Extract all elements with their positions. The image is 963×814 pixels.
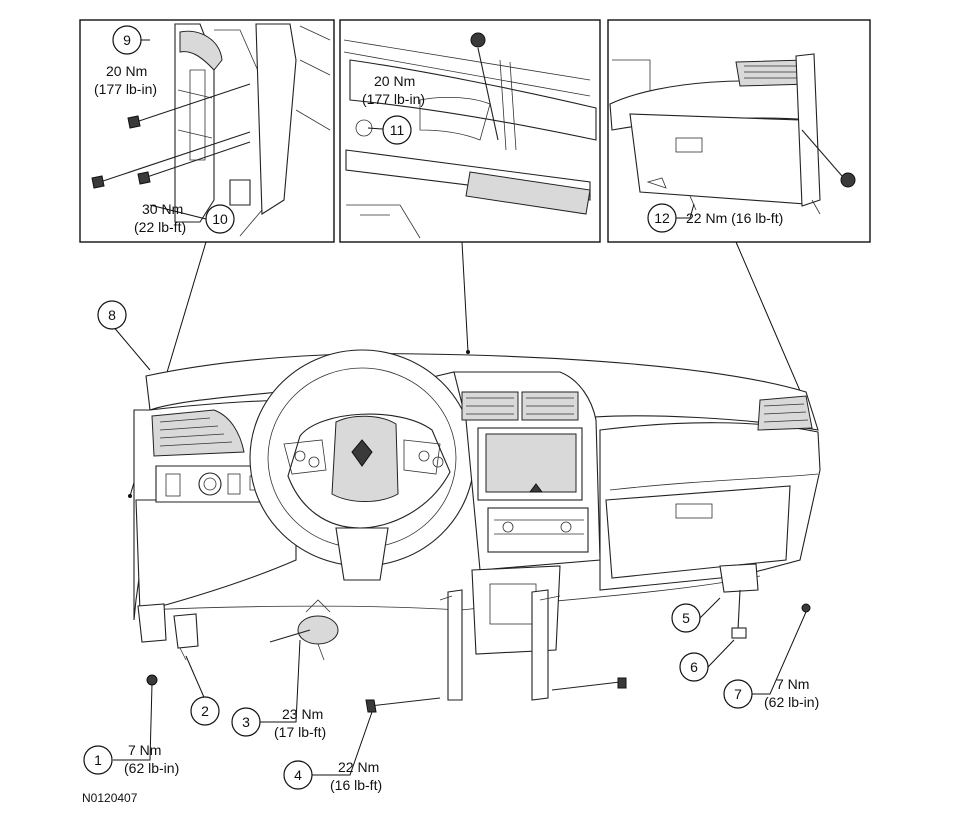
svg-text:(22 lb-ft): (22 lb-ft) <box>134 219 186 235</box>
detail-panel-center <box>339 19 601 243</box>
svg-text:23 Nm: 23 Nm <box>282 706 323 722</box>
center-stack <box>439 371 601 701</box>
svg-text:22 Nm (16 lb-ft): 22 Nm (16 lb-ft) <box>686 210 783 226</box>
torque-label-3: 23 Nm (17 lb-ft) <box>274 706 326 740</box>
svg-text:(177 lb-in): (177 lb-in) <box>94 81 157 97</box>
svg-text:5: 5 <box>682 610 690 626</box>
svg-text:(177 lb-in): (177 lb-in) <box>362 91 425 107</box>
svg-text:20 Nm: 20 Nm <box>106 63 147 79</box>
callout-11: 11 <box>382 115 412 145</box>
svg-text:(16 lb-ft): (16 lb-ft) <box>330 777 382 793</box>
torque-label-12: 22 Nm (16 lb-ft) <box>686 210 783 226</box>
svg-text:3: 3 <box>242 714 250 730</box>
callout-6: 6 <box>679 652 709 682</box>
callout-4: 4 <box>283 760 313 790</box>
detail-panel-left <box>79 19 335 243</box>
svg-text:(62 lb-in): (62 lb-in) <box>124 760 179 776</box>
callout-12: 12 <box>647 203 677 233</box>
svg-text:2: 2 <box>201 703 209 719</box>
callout-8: 8 <box>97 300 127 330</box>
svg-text:7 Nm: 7 Nm <box>776 676 809 692</box>
svg-text:6: 6 <box>690 659 698 675</box>
svg-text:(62 lb-in): (62 lb-in) <box>764 694 819 710</box>
callout-7: 7 <box>723 679 753 709</box>
svg-text:30 Nm: 30 Nm <box>142 201 183 217</box>
callout-3: 3 <box>231 707 261 737</box>
torque-label-7: 7 Nm (62 lb-in) <box>764 676 819 710</box>
callout-10: 10 <box>205 204 235 234</box>
torque-label-9: 20 Nm (177 lb-in) <box>94 63 157 97</box>
figure-code: N0120407 <box>82 791 138 805</box>
callout-9: 9 <box>112 25 142 55</box>
svg-text:(17 lb-ft): (17 lb-ft) <box>274 724 326 740</box>
torque-label-1: 7 Nm (62 lb-in) <box>124 742 179 776</box>
torque-label-11: 20 Nm (177 lb-in) <box>362 73 425 107</box>
torque-label-4: 22 Nm (16 lb-ft) <box>330 759 382 793</box>
callout-5: 5 <box>671 603 701 633</box>
svg-text:8: 8 <box>108 307 116 323</box>
svg-text:9: 9 <box>123 32 131 48</box>
svg-text:12: 12 <box>654 210 670 226</box>
steering-wheel <box>249 349 475 581</box>
svg-text:4: 4 <box>294 767 302 783</box>
detail-panel-right <box>607 19 871 243</box>
torque-label-10: 30 Nm (22 lb-ft) <box>134 201 186 235</box>
svg-text:22 Nm: 22 Nm <box>338 759 379 775</box>
svg-text:7 Nm: 7 Nm <box>128 742 161 758</box>
callout-1: 1 <box>83 745 113 775</box>
callout-2: 2 <box>190 696 220 726</box>
svg-text:11: 11 <box>390 122 405 138</box>
svg-text:1: 1 <box>94 752 102 768</box>
svg-text:7: 7 <box>734 686 742 702</box>
lower-parts <box>137 563 811 713</box>
svg-text:20 Nm: 20 Nm <box>374 73 415 89</box>
svg-text:10: 10 <box>212 211 228 227</box>
